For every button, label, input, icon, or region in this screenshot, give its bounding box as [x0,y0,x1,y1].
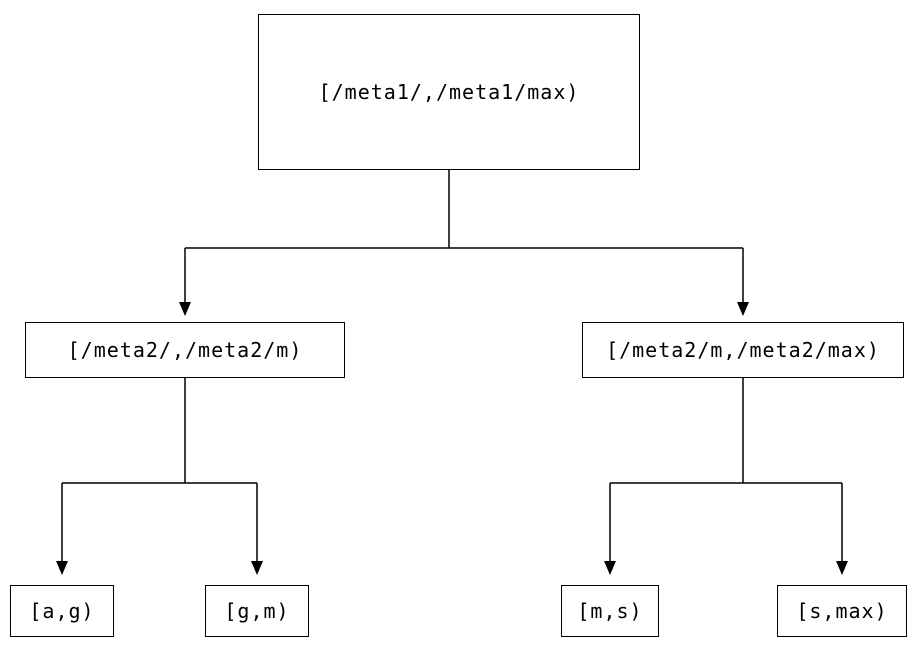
node-leaf-m-s-label: [m,s) [577,599,643,623]
node-leaf-s-max-label: [s,max) [796,599,888,623]
node-leaf-s-max: [s,max) [777,585,907,637]
node-level2-right-label: [/meta2/m,/meta2/max) [606,338,880,362]
node-level2-left-label: [/meta2/,/meta2/m) [67,338,303,362]
node-level2-right: [/meta2/m,/meta2/max) [582,322,904,378]
node-leaf-a-g-label: [a,g) [29,599,95,623]
arrowhead-icon [604,561,616,575]
node-root: [/meta1/,/meta1/max) [258,14,640,170]
node-leaf-g-m-label: [g,m) [224,599,290,623]
arrowhead-icon [56,561,68,575]
node-leaf-a-g: [a,g) [10,585,114,637]
arrowhead-icon [251,561,263,575]
node-root-label: [/meta1/,/meta1/max) [318,80,580,104]
node-leaf-g-m: [g,m) [205,585,309,637]
node-level2-left: [/meta2/,/meta2/m) [25,322,345,378]
arrowhead-icon [737,302,749,316]
arrowhead-icon [179,302,191,316]
arrowhead-icon [836,561,848,575]
node-leaf-m-s: [m,s) [561,585,659,637]
